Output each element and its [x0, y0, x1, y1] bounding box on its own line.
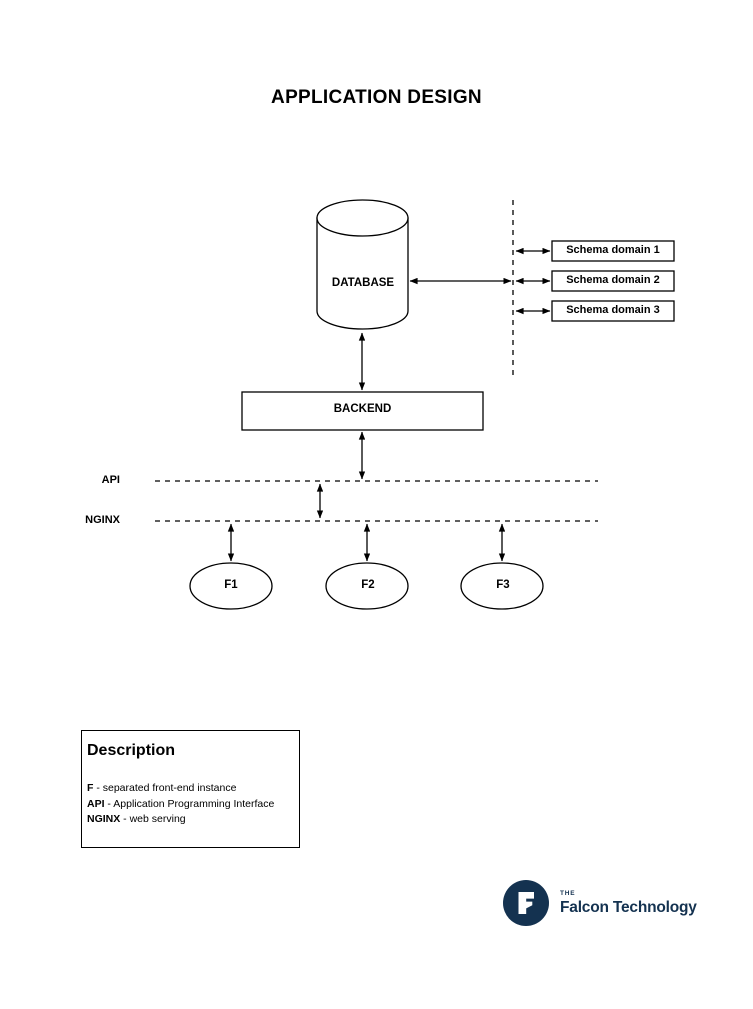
- falcon-f-mark-icon: [503, 880, 549, 926]
- backend-node: [241, 391, 484, 431]
- frontend-label-f2: F2: [361, 579, 375, 591]
- database-label: DATABASE: [331, 277, 395, 289]
- backend-label: BACKEND: [333, 403, 392, 415]
- legend-entry-nginx: NGINX - web serving: [87, 812, 292, 828]
- legend-definition-api: - Application Programming Interface: [104, 797, 275, 810]
- schema-domain-box-2: [551, 270, 675, 292]
- database-node: [316, 199, 409, 330]
- legend-definition-f: - separated front-end instance: [93, 782, 237, 794]
- schema-domain-label-2: Schema domain 2: [566, 274, 660, 286]
- api-tier-label: API: [101, 474, 120, 486]
- page-title: APPLICATION DESIGN: [271, 87, 482, 108]
- frontend-node-f2: [325, 562, 409, 610]
- legend-entry-api: API - Application Programming Interface: [87, 797, 292, 813]
- legend-entries: F - separated front-end instance API - A…: [87, 781, 292, 828]
- frontend-label-f1: F1: [224, 579, 238, 591]
- logo-eyebrow: THE: [560, 889, 576, 897]
- schema-domain-label-3: Schema domain 3: [566, 304, 660, 316]
- frontend-node-f1: [189, 562, 273, 610]
- legend-term-nginx: NGINX: [87, 813, 121, 825]
- falcon-technology-logo: THE Falcon Technology: [503, 880, 697, 926]
- legend-definition-nginx: - web serving: [120, 813, 186, 825]
- schema-domain-label-1: Schema domain 1: [566, 244, 660, 256]
- schema-domain-box-3: [551, 300, 675, 322]
- legend-title: Description: [87, 742, 176, 759]
- legend-box: [81, 730, 300, 848]
- legend-term-f: F: [87, 782, 94, 794]
- logo-text-block: THE Falcon Technology: [560, 889, 697, 916]
- legend-entry-f: F - separated front-end instance: [87, 781, 292, 797]
- legend-term-api: API: [87, 797, 105, 810]
- logo-name: Falcon Technology: [560, 899, 697, 916]
- frontend-label-f3: F3: [496, 579, 510, 591]
- frontend-node-f3: [460, 562, 544, 610]
- schema-domain-box-1: [551, 240, 675, 262]
- nginx-tier-label: NGINX: [85, 514, 120, 526]
